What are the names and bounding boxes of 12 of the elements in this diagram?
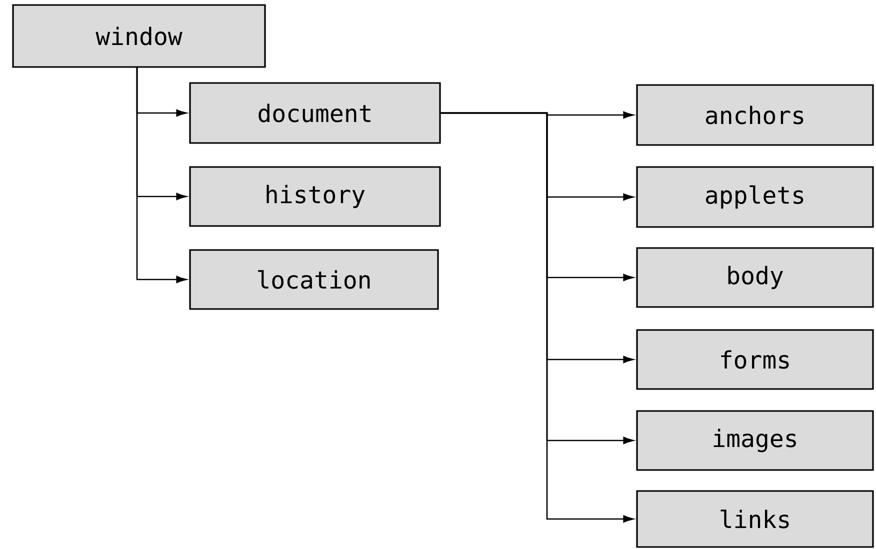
object-box: forms: [636, 329, 874, 390]
object-box: history: [189, 166, 441, 227]
object-box: document: [189, 82, 441, 144]
object-box: applets: [636, 166, 874, 228]
object-box: body: [636, 247, 874, 308]
arrow: [440, 112, 634, 523]
object-box: images: [636, 410, 874, 471]
object-box: links: [636, 490, 874, 548]
object-box: anchors: [636, 84, 874, 146]
object-box: window: [12, 4, 266, 68]
object-box: location: [189, 249, 439, 310]
arrow: [136, 67, 187, 284]
